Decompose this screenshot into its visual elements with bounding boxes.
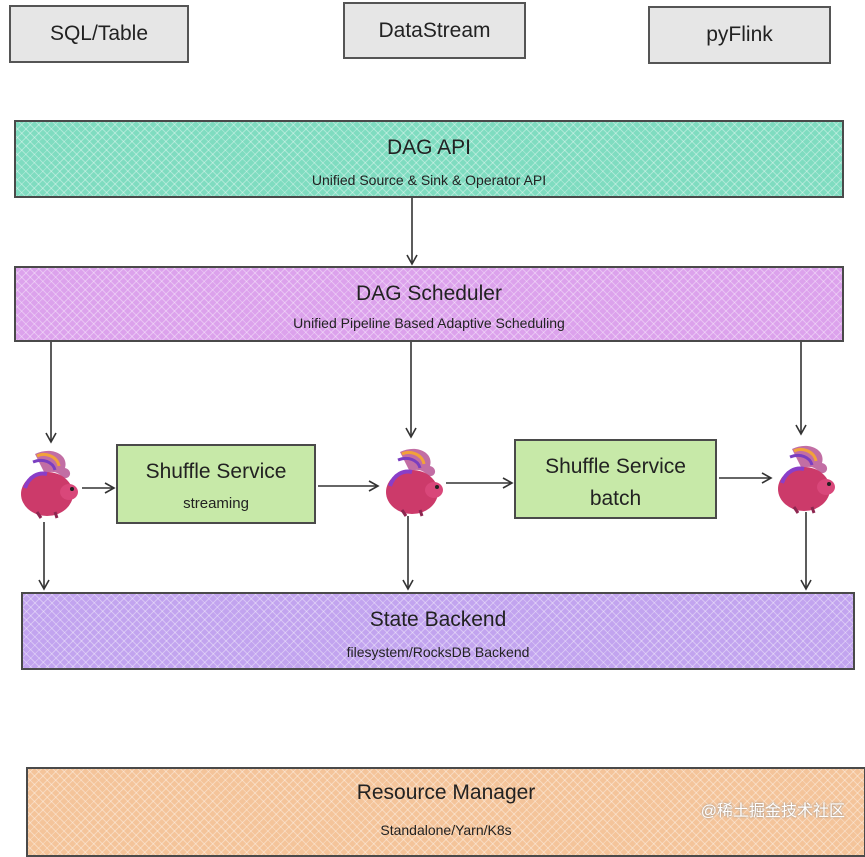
shuffle-service-streaming-box: Shuffle Service streaming [116,444,316,524]
dag-api-layer: DAG API Unified Source & Sink & Operator… [14,120,844,198]
flink-squirrel-icon [778,445,835,514]
datastream-box: DataStream [343,2,526,59]
pyflink-box: pyFlink [648,6,831,64]
state-backend-subtitle: filesystem/RocksDB Backend [346,644,530,660]
state-backend-title: State Backend [369,608,507,631]
sql-table-box: SQL/Table [9,5,189,63]
flink-squirrel-icon [21,450,78,519]
resource-manager-subtitle: Standalone/Yarn/K8s [380,822,512,838]
shuffle-streaming-subtitle: streaming [183,495,249,512]
dag-scheduler-subtitle: Unified Pipeline Based Adaptive Scheduli… [293,315,565,331]
dag-scheduler-layer: DAG Scheduler Unified Pipeline Based Ada… [14,266,844,342]
dag-api-subtitle: Unified Source & Sink & Operator API [311,172,547,188]
watermark-text: @稀土掘金技术社区 [700,803,845,820]
shuffle-streaming-title: Shuffle Service [145,460,287,483]
dag-api-title: DAG API [386,136,472,159]
datastream-label: DataStream [378,18,491,42]
dag-scheduler-title: DAG Scheduler [356,282,502,305]
state-backend-layer: State Backend filesystem/RocksDB Backend [21,592,855,670]
shuffle-batch-subtitle: batch [589,487,642,510]
flink-squirrel-icon [386,448,443,517]
sql-table-label: SQL/Table [49,22,149,45]
pyflink-label: pyFlink [706,23,773,46]
shuffle-batch-title: Shuffle Service [545,455,686,478]
shuffle-service-batch-box: Shuffle Service batch [514,439,717,519]
resource-manager-title: Resource Manager [356,781,536,804]
